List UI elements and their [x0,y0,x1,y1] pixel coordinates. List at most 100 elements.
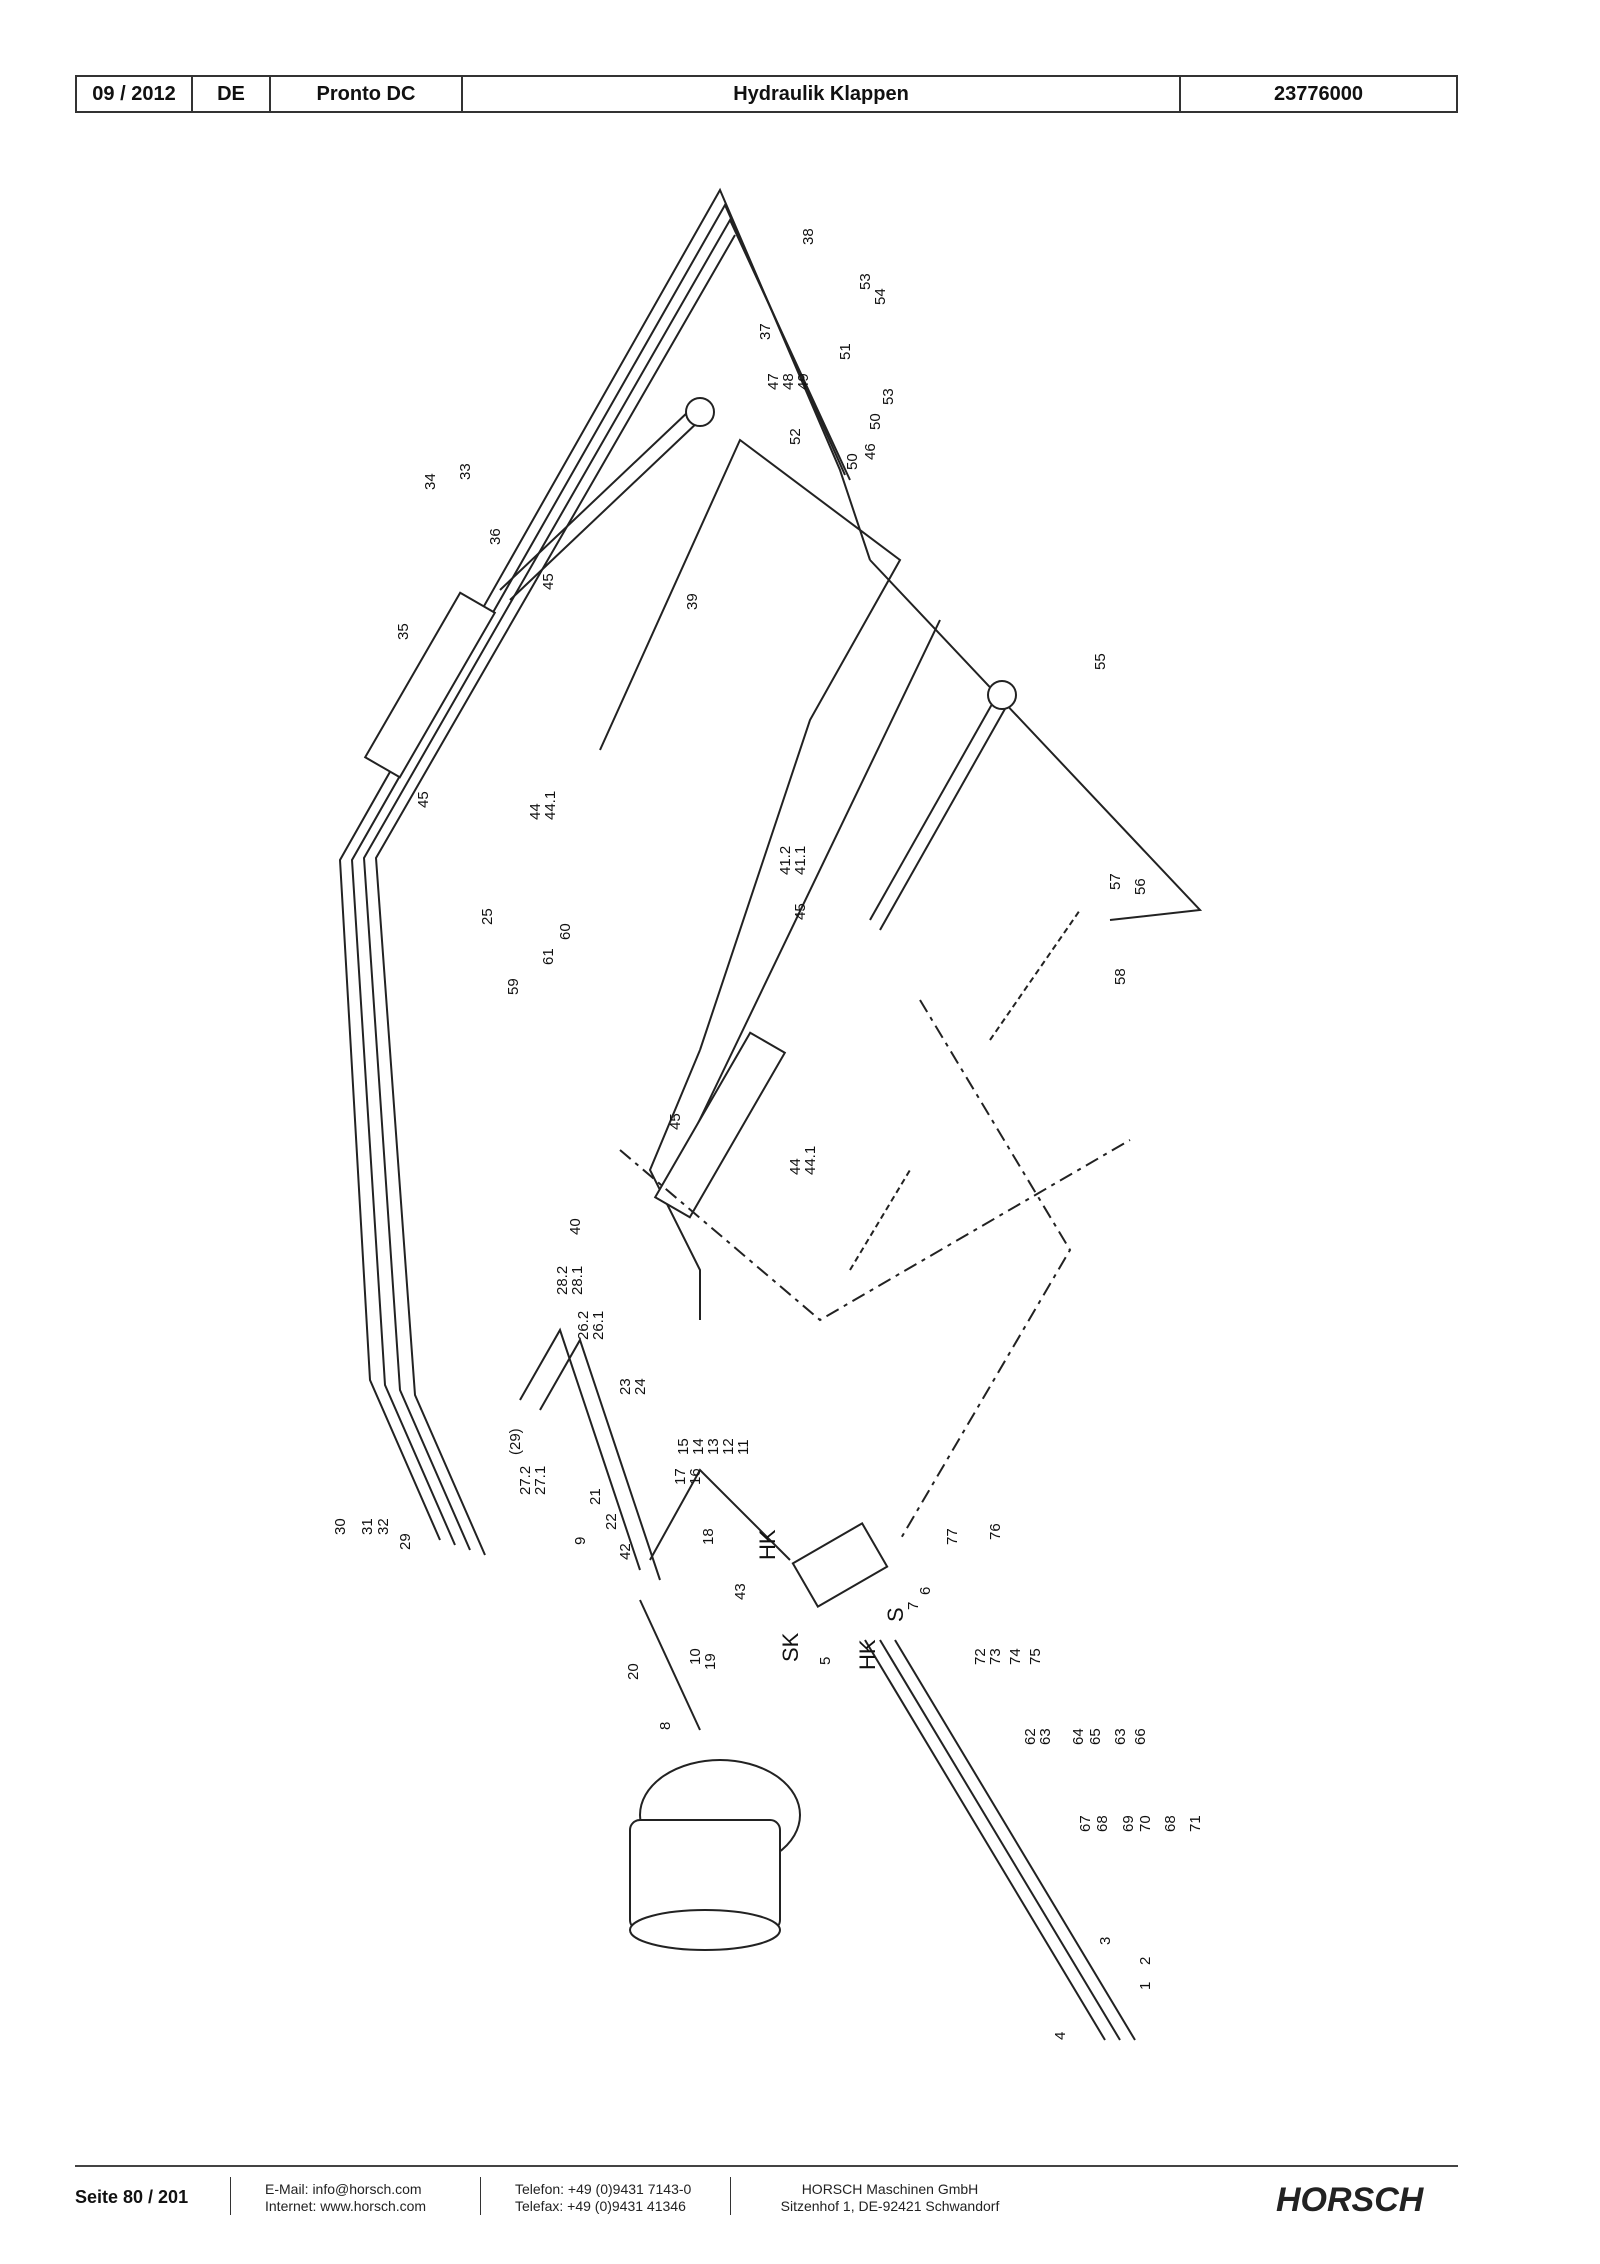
callout-36: 36 [487,528,504,545]
callout-51: 51 [837,343,854,360]
callout-31: 31 [359,1518,376,1535]
cylinder-44-lower [653,680,1017,1219]
callout-65: 65 [1087,1728,1104,1745]
callout-67: 67 [1077,1815,1094,1832]
callout-68-b: 68 [1162,1815,1179,1832]
callout-43: 43 [732,1583,749,1600]
callout-35: 35 [395,623,412,640]
callout-62: 62 [1022,1728,1039,1745]
callout-56: 56 [1132,878,1149,895]
callout-44-upper: 44 [527,803,544,820]
footer-company: HORSCH Maschinen GmbH Sitzenhof 1, DE-92… [765,2181,1015,2215]
callout-45-b: 45 [415,791,432,808]
footer-phone: Telefon: +49 (0)9431 7143-0 [515,2181,692,2197]
callout-30: 30 [332,1518,349,1535]
callout-41-1: 41.1 [792,846,809,875]
callout-9: 9 [572,1537,589,1545]
hydraulic-exploded-drawing: 1 2 3 4 5 6 7 8 9 10 11 12 13 14 15 16 1… [332,187,1204,2041]
callout-27-2: 27.2 [517,1466,534,1495]
callout-50-b: 50 [844,453,861,470]
callout-68-a: 68 [1094,1815,1111,1832]
footer-contact-phone: Telefon: +49 (0)9431 7143-0 Telefax: +49… [515,2181,691,2215]
callout-44-1-lower: 44.1 [802,1146,819,1175]
callout-49: 49 [795,373,812,390]
callout-37: 37 [757,323,774,340]
footer-email: E-Mail: info@horsch.com [265,2181,422,2197]
callout-38: 38 [800,228,817,245]
callout-32: 32 [375,1518,392,1535]
callout-52: 52 [787,428,804,445]
callout-46: 46 [862,443,879,460]
header-model: Pronto DC [271,77,463,111]
callout-74: 74 [1007,1648,1024,1665]
footer-fax: Telefax: +49 (0)9431 41346 [515,2198,686,2214]
callout-15: 15 [675,1438,692,1455]
callout-3: 3 [1097,1937,1114,1945]
callout-41-2: 41.2 [777,846,794,875]
callout-73: 73 [987,1648,1004,1665]
footer-company-name: HORSCH Maschinen GmbH [801,2181,979,2197]
callout-76: 76 [987,1523,1004,1540]
callout-39: 39 [684,593,701,610]
callout-18: 18 [700,1528,717,1545]
callout-44-1-upper: 44.1 [542,791,559,820]
callout-69: 69 [1120,1815,1137,1832]
footer-separator [230,2177,231,2215]
callout-17: 17 [672,1468,689,1485]
callout-61: 61 [540,948,557,965]
callout-77: 77 [944,1528,961,1545]
callout-64: 64 [1070,1728,1087,1745]
hydraulic-cylinders [363,397,1017,1219]
callout-4: 4 [1052,2032,1069,2040]
port-labels: HK SK S HK [755,1529,908,1670]
sensor-chain-parts [619,909,1131,1541]
callout-63-b: 63 [1112,1728,1129,1745]
callout-71: 71 [1187,1815,1204,1832]
header-part-number: 23776000 [1274,82,1363,105]
callout-5: 5 [817,1657,834,1665]
callout-27-1: 27.1 [532,1466,549,1495]
header-language: DE [193,77,271,111]
callout-75: 75 [1027,1648,1044,1665]
callout-29: 29 [397,1533,414,1550]
callout-21: 21 [587,1488,604,1505]
callout-13: 13 [705,1438,722,1455]
header-title: Hydraulik Klappen [463,77,1181,111]
callout-16: 16 [687,1468,704,1485]
callout-53-b: 53 [880,388,897,405]
callout-45-a: 45 [540,573,557,590]
callout-8: 8 [657,1722,674,1730]
callout-60: 60 [557,923,574,940]
callout-20: 20 [625,1663,642,1680]
callout-58: 58 [1112,968,1129,985]
callout-70: 70 [1137,1815,1154,1832]
callout-63-a: 63 [1037,1728,1054,1745]
callout-42: 42 [617,1543,634,1560]
callout-22: 22 [603,1513,620,1530]
callout-44-lower: 44 [787,1158,804,1175]
footer-divider [75,2165,1458,2167]
callout-57: 57 [1107,873,1124,890]
callout-11: 11 [735,1439,752,1455]
callout-28-1: 28.1 [569,1266,586,1295]
callout-48: 48 [780,373,797,390]
callout-23: 23 [617,1378,634,1395]
footer-contact-web: E-Mail: info@horsch.com Internet: www.ho… [265,2181,426,2215]
callout-34: 34 [422,473,439,490]
callout-55: 55 [1092,653,1109,670]
footer-separator [480,2177,481,2215]
callout-labels: 1 2 3 4 5 6 7 8 9 10 11 12 13 14 15 16 1… [332,228,1204,2040]
callout-45-d: 45 [667,1113,684,1130]
callout-53-a: 53 [857,273,874,290]
footer: Seite 80 / 201 E-Mail: info@horsch.com I… [75,2175,1458,2235]
callout-25: 25 [479,908,496,925]
horsch-logo: HORSCH [1276,2181,1425,2219]
hose-lines [338,187,1203,2041]
callout-26-1: 26.1 [590,1311,607,1340]
callout-26-2: 26.2 [575,1311,592,1340]
footer-separator [730,2177,731,2215]
callout-29-paren: (29) [507,1428,524,1455]
callout-2: 2 [1137,1957,1154,1965]
callout-45-c: 45 [792,903,809,920]
cylinder-44-upper [363,397,715,779]
